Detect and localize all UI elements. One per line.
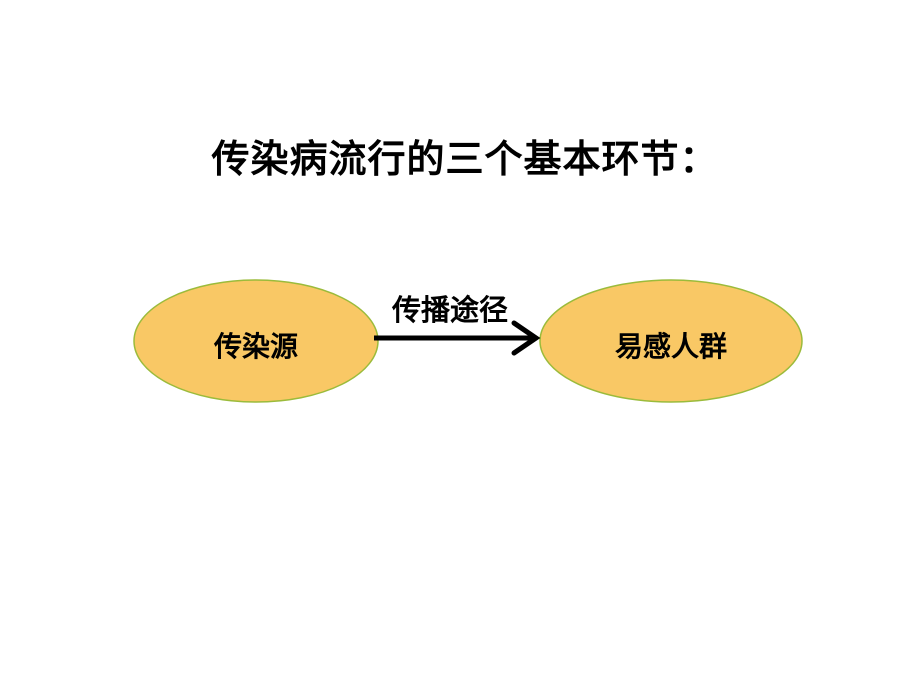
edge-label-transmission-route: 传播途径 [391, 293, 508, 327]
arrow-transmission-route [374, 320, 541, 356]
node-label-susceptible-population: 易感人群 [614, 330, 727, 363]
slide-title: 传染病流行的三个基本环节： [0, 128, 920, 183]
node-label-infection-source: 传染源 [213, 330, 298, 363]
node-susceptible-population [539, 279, 803, 403]
slide-title-text: 传染病流行的三个基本环节： [211, 137, 719, 181]
node-infection-source [133, 279, 379, 403]
